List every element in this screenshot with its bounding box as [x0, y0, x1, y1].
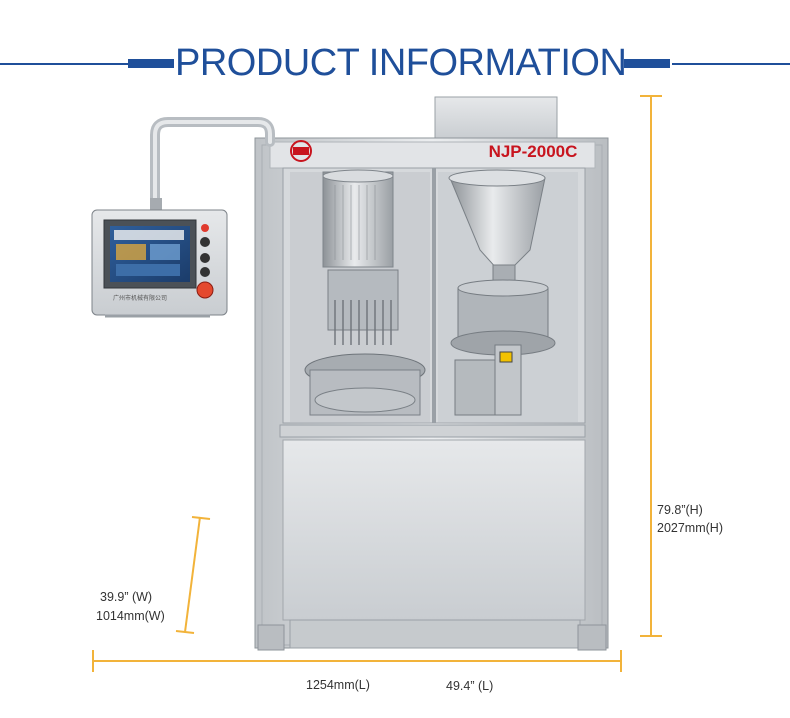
height-dimension-line: [640, 95, 662, 637]
capsule-hopper: [322, 171, 394, 268]
height-label-inches: 79.8”(H): [657, 503, 703, 517]
header-accent-right: [624, 59, 670, 68]
control-arm: [150, 117, 275, 216]
control-panel: [91, 209, 228, 318]
header-accent-left: [128, 59, 174, 68]
top-housing: [434, 96, 558, 140]
panel-caption: 广州市机械有限公司: [113, 294, 167, 302]
page-title: PRODUCT INFORMATION: [175, 42, 627, 84]
length-label-mm: 1254mm(L): [306, 678, 370, 692]
indicator-light: [201, 224, 209, 232]
switch-knob: [200, 237, 210, 247]
header-rule-left: [0, 63, 128, 65]
emergency-stop-button: [196, 281, 214, 299]
header-rule-right: [672, 63, 790, 65]
model-label: NJP-2000C: [489, 142, 578, 161]
brand-logo: [290, 140, 312, 162]
height-label-mm: 2027mm(H): [657, 521, 723, 535]
length-label-inches: 49.4” (L): [446, 679, 494, 693]
width-label-inches: 39.9” (W): [100, 590, 153, 604]
width-label-mm: 1014mm(W): [96, 609, 165, 623]
switch-knob: [200, 253, 210, 263]
length-dimension-line: [92, 650, 622, 672]
switch-knob: [200, 267, 210, 277]
width-dimension-line: [175, 516, 211, 634]
